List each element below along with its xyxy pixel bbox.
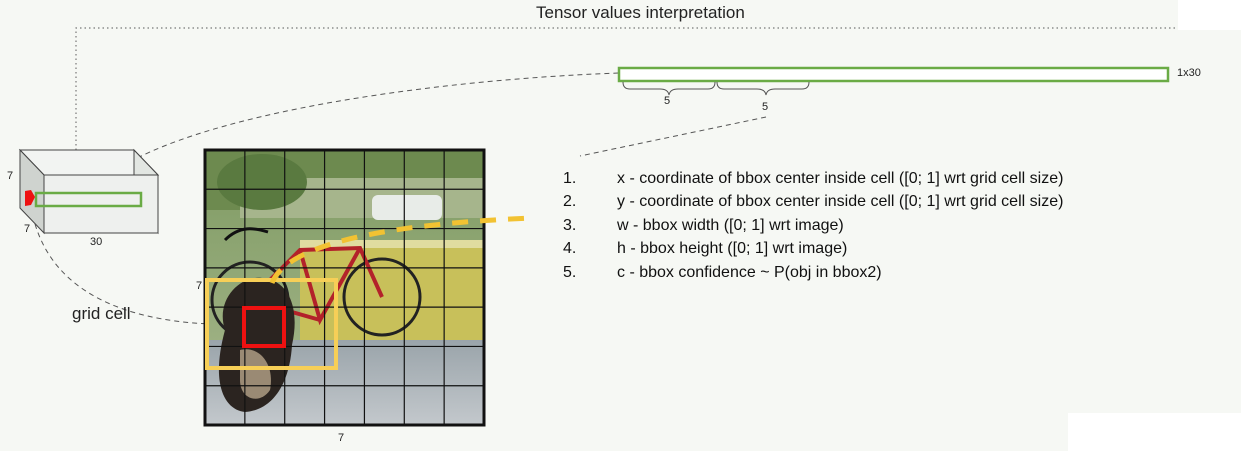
list-item-text: c - bbox confidence ~ P(obj in bbox2) (617, 263, 882, 281)
list-item-text: w - bbox width ([0; 1] wrt image) (617, 216, 844, 234)
diagram-title: Tensor values interpretation (536, 3, 745, 22)
list-item: 4. h - bbox height ([0; 1] wrt image) (563, 237, 1063, 260)
dashed-bbox-to-list (269, 215, 534, 285)
image-bottom-label: 7 (338, 432, 345, 444)
list-item: 3. w - bbox width ([0; 1] wrt image) (563, 214, 1063, 237)
list-item-text: x - coordinate of bbox center inside cel… (617, 170, 1064, 187)
segment-label-1: 5 (664, 95, 671, 107)
tensor-values-list: 1. x - coordinate of bbox center inside … (563, 167, 1063, 284)
dog-bicycle-photo (205, 150, 485, 425)
list-item: 2. y - coordinate of bbox center inside … (563, 190, 1063, 213)
list-item-text: h - bbox height ([0; 1] wrt image) (617, 240, 848, 258)
dotted-title-connector (75, 27, 1180, 150)
tensor-size-label: 1x30 (1177, 67, 1201, 79)
cube-height-label: 7 (7, 170, 14, 182)
dashed-cube-to-gridcell (34, 223, 211, 325)
list-item-number: 3. (563, 216, 577, 234)
blank-corner-bottom (1068, 413, 1241, 451)
tensor-bar (617, 66, 1170, 83)
brace-2 (716, 81, 810, 96)
list-item-number: 4. (563, 240, 577, 258)
blank-corner-top (1178, 0, 1241, 30)
list-item: 1. x - coordinate of bbox center inside … (563, 167, 1063, 190)
brace-1 (622, 81, 716, 96)
cube-width-label: 30 (90, 236, 103, 248)
list-item-number: 2. (563, 193, 577, 211)
list-item-text: y - coordinate of bbox center inside cel… (617, 193, 1064, 211)
list-item: 5. c - bbox confidence ~ P(obj in bbox2) (563, 261, 1063, 284)
list-item-number: 5. (563, 263, 577, 281)
image-side-label: 7 (196, 280, 203, 292)
segment-label-2: 5 (762, 101, 769, 113)
grid-cell-red (242, 306, 286, 348)
dashed-brace-to-list (579, 116, 767, 157)
list-item-number: 1. (563, 170, 577, 187)
grid-cell-label: grid cell (72, 304, 131, 323)
tensor-cube (18, 148, 160, 235)
cube-depth-label: 7 (24, 223, 31, 235)
